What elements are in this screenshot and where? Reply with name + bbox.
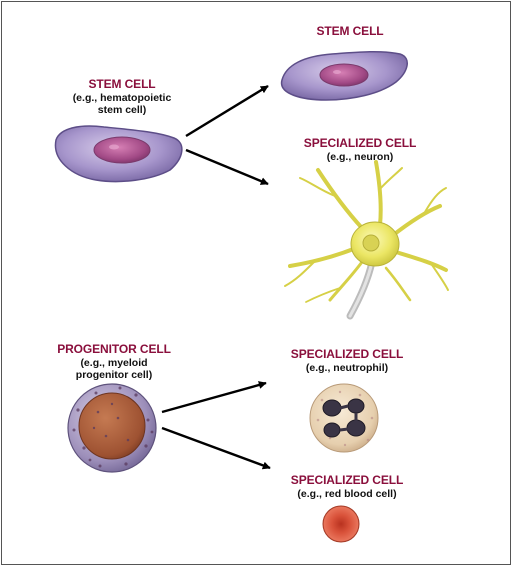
label-example: (e.g., neuron) <box>326 150 394 163</box>
label-example: stem cell) <box>97 103 147 116</box>
progenitor-cell-label: PROGENITOR CELL (e.g., myeloid progenito… <box>46 342 182 381</box>
neuron-image <box>284 160 449 320</box>
progenitor-cell-image <box>67 383 157 473</box>
label-example: (e.g., hematopoietic <box>72 91 172 104</box>
label-title: SPECIALIZED CELL <box>290 347 404 361</box>
red-blood-cell-label: SPECIALIZED CELL (e.g., red blood cell) <box>276 473 418 500</box>
stem-cell-result-label: STEM CELL <box>290 24 410 39</box>
arrow-to-neuron <box>185 148 269 186</box>
arrow-to-red-blood-cell <box>161 426 271 470</box>
stem-cell-source-label: STEM CELL (e.g., hematopoietic stem cell… <box>62 77 182 116</box>
label-example: progenitor cell) <box>75 368 153 381</box>
neuron-label: SPECIALIZED CELL (e.g., neuron) <box>290 136 430 163</box>
label-title: STEM CELL <box>88 77 156 91</box>
stem-cell-result-image <box>281 50 408 101</box>
red-blood-cell-image <box>322 505 360 543</box>
label-example: (e.g., neutrophil) <box>305 361 389 374</box>
neutrophil-image <box>309 383 379 453</box>
label-title: PROGENITOR CELL <box>57 342 171 356</box>
arrow-to-stem-cell <box>185 84 269 138</box>
label-title: SPECIALIZED CELL <box>290 473 404 487</box>
neutrophil-label: SPECIALIZED CELL (e.g., neutrophil) <box>276 347 418 374</box>
arrow-to-neutrophil <box>161 381 267 414</box>
label-example: (e.g., myeloid <box>80 356 148 369</box>
label-example: (e.g., red blood cell) <box>297 487 397 500</box>
stem-cell-source-image <box>54 125 183 183</box>
label-title: SPECIALIZED CELL <box>303 136 417 150</box>
label-title: STEM CELL <box>316 24 384 38</box>
